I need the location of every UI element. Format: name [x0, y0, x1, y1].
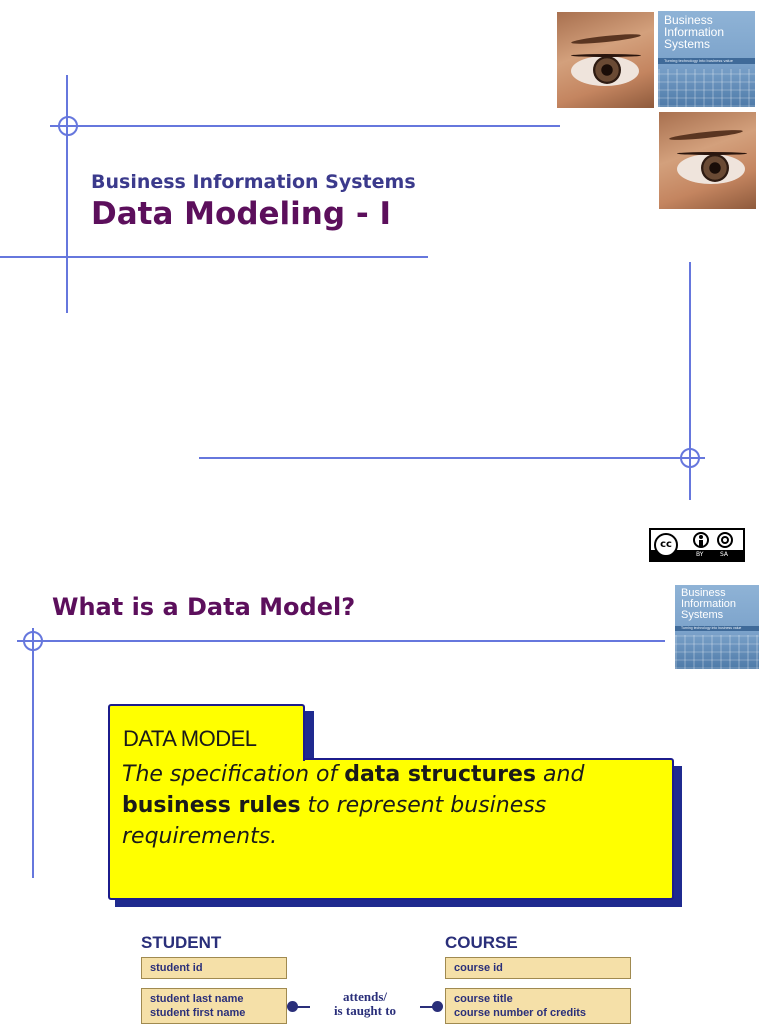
decor-line-horizontal-title — [17, 640, 665, 642]
definition-text: The specification of data structures and… — [122, 762, 585, 849]
creative-commons-by-sa-icon: cc BY SA — [649, 528, 745, 562]
decor-line-vertical-left — [66, 75, 68, 313]
definition-label: DATA MODEL — [123, 726, 257, 751]
decor-line-horizontal-bottom — [199, 457, 705, 459]
decor-line-vertical-slide2 — [32, 628, 34, 878]
entity-student-attributes: student last name student first name — [141, 988, 287, 1024]
entity-course-attributes: course title course number of credits — [445, 988, 631, 1024]
slide-title: Data Modeling - I — [91, 196, 392, 232]
book-cover-tagline-2: Turning technology into business value — [681, 626, 742, 630]
license-by-label: BY — [696, 551, 704, 558]
decor-line-vertical-right — [689, 262, 691, 500]
eye-photo-bottom — [659, 112, 756, 209]
relationship-label: attends/ is taught to — [310, 990, 420, 1018]
entity-student-key: student id — [141, 957, 287, 979]
relationship-end-dot-left — [287, 1001, 298, 1012]
book-cover-title: Business Information Systems — [664, 13, 725, 51]
decor-line-horizontal-middle — [0, 256, 428, 258]
cc-logo-icon: cc — [654, 533, 678, 557]
entity-course-name: COURSE — [445, 933, 518, 952]
decor-crosshair-ring-bottom — [680, 448, 700, 468]
relationship-end-dot-right — [432, 1001, 443, 1012]
license-sa-label: SA — [720, 551, 729, 558]
book-cover-image-2: Business Information Systems Turning tec… — [675, 585, 759, 669]
entity-student-name: STUDENT — [141, 933, 222, 952]
book-cover-title-2: Business Information Systems — [681, 587, 737, 621]
decor-line-horizontal-top — [50, 125, 560, 127]
entity-course-key: course id — [445, 957, 631, 979]
book-cover-tagline: Turning technology into business value — [664, 58, 734, 63]
eye-photo-top — [557, 12, 654, 108]
attribution-icon — [693, 532, 709, 548]
book-cover-image: Business Information Systems Turning tec… — [658, 11, 755, 107]
slide-title-2: What is a Data Model? — [52, 593, 356, 621]
decor-crosshair-ring — [58, 116, 78, 136]
slide-subtitle: Business Information Systems — [91, 171, 416, 193]
share-alike-icon — [717, 532, 733, 548]
decor-crosshair-ring-2 — [23, 631, 43, 651]
